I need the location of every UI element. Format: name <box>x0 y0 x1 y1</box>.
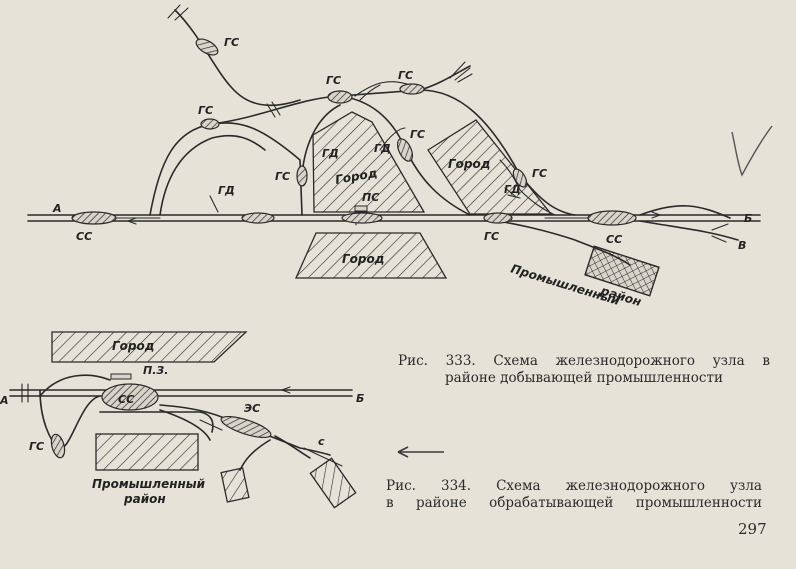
label-a-2: А <box>0 394 9 407</box>
label-ss-left: СС <box>76 230 92 243</box>
station-gs-right <box>512 168 528 188</box>
factory-2 <box>309 457 357 509</box>
station-gs-mid-right <box>396 138 414 162</box>
station-ss-right <box>587 210 637 226</box>
label-b-2: Б <box>356 392 364 405</box>
label-gs-top-right: ГС <box>398 69 413 82</box>
industrial-zone <box>584 245 660 297</box>
caption-334-line2: в районе обрабатывающей промышленности <box>386 495 762 511</box>
label-gs-top: ГС <box>224 36 239 49</box>
label-gs-center-top: ГС <box>326 74 341 87</box>
label-gd-center: ГД <box>322 147 339 160</box>
caption-fig-334: Рис. 334. Схема железнодорожного узла в … <box>386 478 762 512</box>
caption-333-line1: Рис. 333. Схема железнодорожного узла в <box>398 353 770 369</box>
station-ss <box>101 383 159 411</box>
label-gs-bottom: ГС <box>484 230 499 243</box>
industrial-zone-2 <box>95 433 199 471</box>
label-gs-mid-right: ГС <box>410 128 425 141</box>
label-pz: П.З. <box>143 364 168 377</box>
station-gs-upper-left <box>200 118 220 130</box>
station-es <box>220 415 272 439</box>
station-gs-top-right <box>399 83 425 95</box>
caption-333-line2: районе добывающей промышленности <box>445 370 723 386</box>
station-gs-center-top <box>327 90 353 104</box>
station-gd-center <box>241 212 275 224</box>
station-ss-left <box>71 211 117 225</box>
label-gs-right: ГС <box>532 167 547 180</box>
label-a: А <box>52 202 62 215</box>
label-gd-mid: ГД <box>374 142 391 155</box>
caption-fig-333: Рис. 333. Схема железнодорожного узла в … <box>398 353 770 387</box>
pencil-arrow-icon <box>397 446 444 458</box>
label-industrial-3: Промышленный <box>92 477 206 491</box>
city-zone <box>51 331 248 363</box>
station-gs-bottom <box>483 212 513 224</box>
station-ps <box>341 212 383 224</box>
label-b: Б <box>744 212 752 225</box>
figure-333: А СС Б В СС ГС ГС ГС ГС ГС ГС ГС ГС ГД Г… <box>27 4 761 309</box>
label-gs-upper-left: ГС <box>198 104 213 117</box>
label-gd-right: ГД <box>504 183 521 196</box>
label-ps: ПС <box>362 191 379 204</box>
city-zone-bottom <box>294 232 448 279</box>
factory-1 <box>220 467 250 503</box>
label-c: с <box>318 435 325 448</box>
label-city-bottom: Город <box>342 252 384 266</box>
label-gd-left: ГД <box>218 184 235 197</box>
caption-334-line1: Рис. 334. Схема железнодорожного узла <box>386 478 762 494</box>
city-zone-center <box>312 111 426 213</box>
label-v: В <box>738 239 746 252</box>
label-ss-2: СС <box>118 393 134 406</box>
page-number: 297 <box>738 520 767 538</box>
station-gs-mid-left <box>296 165 308 187</box>
label-city-2: Город <box>112 339 154 353</box>
figure-334: Город П.З. А Б СС ЭС ГС с Промышленный р… <box>0 331 364 509</box>
label-ss-right: СС <box>606 233 622 246</box>
station-ps-building <box>354 205 368 212</box>
label-es: ЭС <box>244 402 260 415</box>
label-gs-mid-left: ГС <box>275 170 290 183</box>
station-gs-top <box>195 38 219 56</box>
station-pz-building <box>110 373 132 380</box>
label-industrial-4: район <box>123 492 166 506</box>
label-city-right: Город <box>448 157 490 171</box>
pencil-checkmark-icon <box>731 125 773 177</box>
label-gs-2: ГС <box>29 440 44 453</box>
station-gs <box>50 433 66 459</box>
